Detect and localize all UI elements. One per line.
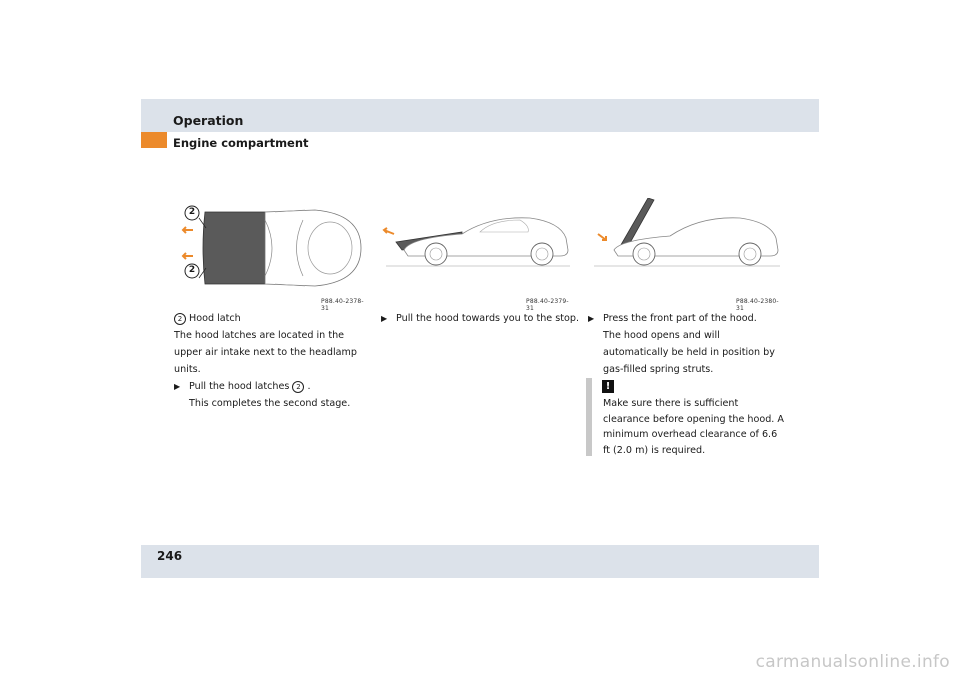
subsection-title: Engine compartment xyxy=(173,136,309,150)
instruction-step: ▶Pull the hood latches 2. xyxy=(174,378,369,395)
page-number: 246 xyxy=(157,549,183,563)
car-side-open-illustration xyxy=(594,198,780,267)
warning-bar xyxy=(586,378,592,456)
section-marker xyxy=(141,132,167,148)
car-side-illustration xyxy=(382,217,570,267)
callout-badge: 2 xyxy=(188,207,196,217)
warning-text: Make sure there is sufficient clearance … xyxy=(603,398,784,456)
header-band: Operation xyxy=(141,99,819,132)
section-title: Operation xyxy=(173,113,244,128)
description-paragraph: The hood latches are located in the uppe… xyxy=(174,330,357,375)
bullet-triangle-icon: ▶ xyxy=(381,314,388,323)
figure-code: P88.40-2380-31 xyxy=(736,298,779,312)
car-top-view-illustration xyxy=(181,205,362,287)
instruction-step: ▶Press the front part of the hood. xyxy=(588,310,786,327)
figure-code: P88.40-2379-31 xyxy=(526,298,569,312)
figure-hood-open: P88.40-2380-31 xyxy=(590,198,785,312)
watermark: carmanualsonline.info xyxy=(755,652,950,672)
step-result: This completes the second stage. xyxy=(189,398,351,409)
bullet-triangle-icon: ▶ xyxy=(588,314,595,323)
warning-box: ! Make sure there is sufficient clearanc… xyxy=(586,378,786,456)
column-2: ▶Pull the hood towards you to the stop. xyxy=(381,310,581,327)
bullet-triangle-icon: ▶ xyxy=(174,382,181,391)
figure-top-view: 2 2 P88.40-2378-31 xyxy=(175,198,370,312)
warning-icon: ! xyxy=(602,380,614,393)
instruction-step: ▶Pull the hood towards you to the stop. xyxy=(381,310,581,327)
callout-badge: 2 xyxy=(174,313,186,325)
step-result: The hood opens and will automatically be… xyxy=(603,330,775,375)
footer-band: 246 xyxy=(141,545,819,578)
column-3: ▶Press the front part of the hood. The h… xyxy=(588,310,786,378)
legend-text: Hood latch xyxy=(189,313,241,324)
callout-badge: 2 xyxy=(292,381,305,393)
figure-hood-pull: P88.40-2379-31 xyxy=(380,198,575,312)
callout-badge: 2 xyxy=(188,265,196,275)
figure-code: P88.40-2378-31 xyxy=(321,298,364,312)
